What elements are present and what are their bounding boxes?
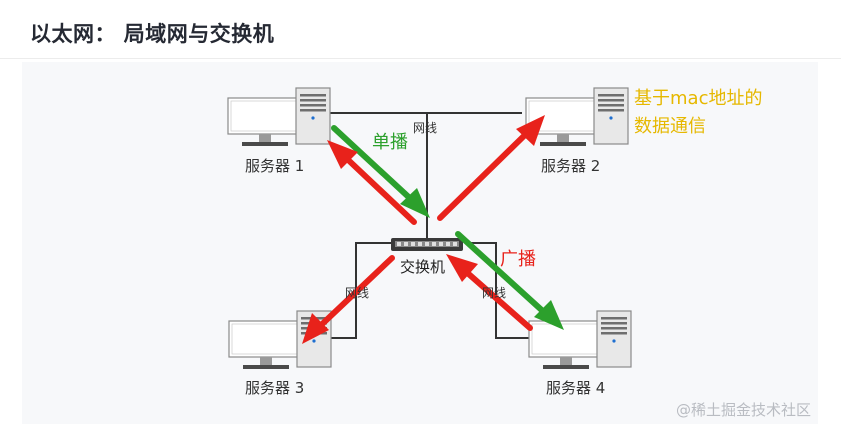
unicast-label: 单播 xyxy=(372,132,408,153)
server-4-label: 服务器 4 xyxy=(546,379,606,397)
cable-label-left: 网线 xyxy=(345,286,370,300)
broadcast-label: 广播 xyxy=(500,249,536,270)
server-1-label: 服务器 1 xyxy=(245,157,305,175)
switch-label: 交换机 xyxy=(400,258,446,276)
broadcast-arrowhead-2 xyxy=(516,115,545,146)
broadcast-arrow-2 xyxy=(437,129,531,221)
broadcast-arrowhead-1 xyxy=(327,140,358,169)
cable-label-right: 网线 xyxy=(482,286,507,300)
cable-right xyxy=(470,242,548,339)
broadcast-arrows xyxy=(302,115,545,344)
unicast-arrowhead-2 xyxy=(534,300,564,330)
mac-note-line-1: 基于mac地址的 xyxy=(634,88,763,109)
cable-label-top: 网线 xyxy=(413,121,438,135)
switch-icon xyxy=(391,238,463,251)
unicast-arrow-2 xyxy=(455,231,549,317)
watermark: @稀土掘金技术社区 xyxy=(676,401,812,419)
unicast-arrow-1 xyxy=(331,125,417,205)
unicast-arrowhead-1 xyxy=(400,188,430,218)
server-1-icon xyxy=(227,87,331,147)
broadcast-arrow-3 xyxy=(315,255,395,331)
unicast-arrows xyxy=(331,125,564,330)
broadcast-arrowhead-3 xyxy=(302,313,329,344)
page-title: 以太网： 局域网与交换机 xyxy=(30,22,275,46)
mac-note-line-2: 数据通信 xyxy=(634,116,706,137)
broadcast-arrowhead-4 xyxy=(446,254,478,282)
page-header: 以太网： 局域网与交换机 xyxy=(0,0,841,59)
broadcast-arrow-1 xyxy=(341,153,417,225)
server-2-label: 服务器 2 xyxy=(541,157,601,175)
server-3-label: 服务器 3 xyxy=(245,379,305,397)
